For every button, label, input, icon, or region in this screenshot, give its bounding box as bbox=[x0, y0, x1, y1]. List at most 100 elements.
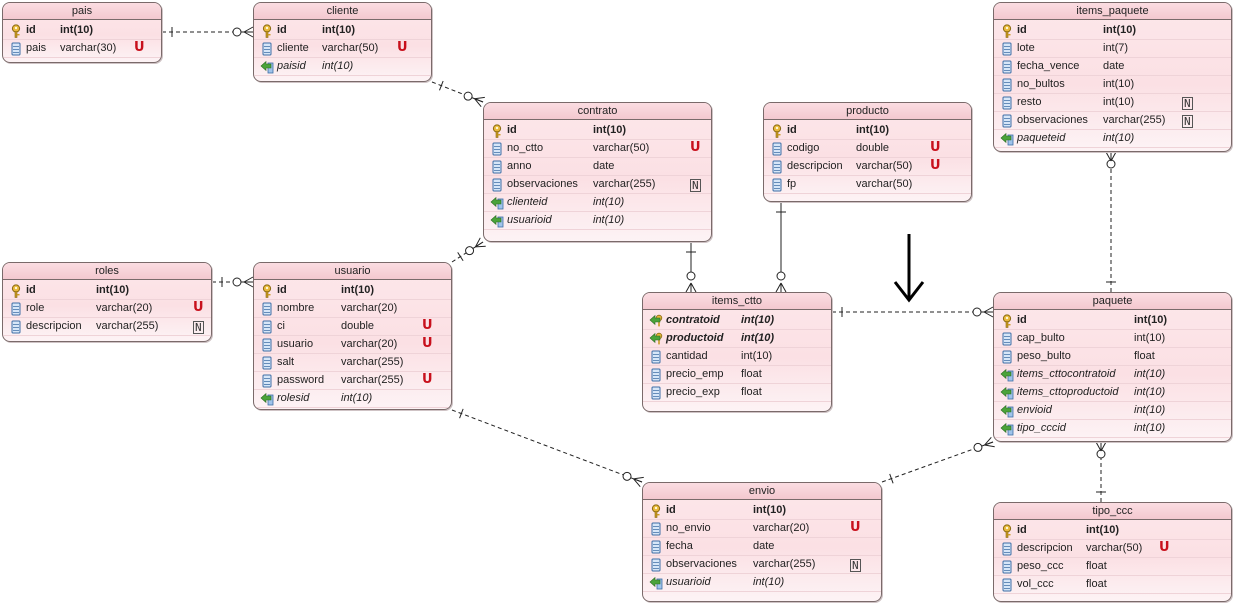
field-name: fecha_vence bbox=[1017, 60, 1080, 72]
entity-title: envio bbox=[643, 483, 881, 500]
key-icon bbox=[772, 124, 782, 138]
field-type: varchar(20) bbox=[753, 522, 810, 534]
field-type: double bbox=[341, 320, 375, 332]
entity-title: items_paquete bbox=[994, 3, 1231, 20]
field-name: vol_ccc bbox=[1017, 578, 1054, 590]
unique-flag: U bbox=[397, 40, 408, 55]
field-name: cantidad bbox=[666, 350, 708, 362]
field-name: password bbox=[277, 374, 325, 386]
field-name: fp bbox=[787, 178, 797, 190]
nullable-flag: N bbox=[1182, 97, 1193, 110]
column-icon bbox=[1002, 578, 1012, 592]
key-icon bbox=[651, 504, 661, 518]
foreign-key-arrow-icon bbox=[1000, 386, 1014, 400]
field-type: int(10) bbox=[341, 392, 373, 404]
field-type: int(10) bbox=[753, 576, 785, 588]
field-name: id bbox=[1017, 24, 1027, 36]
field-type: int(10) bbox=[341, 284, 374, 296]
field-type: int(7) bbox=[1103, 42, 1129, 54]
field-name: descripcion bbox=[787, 160, 843, 172]
nullable-flag: N bbox=[193, 321, 204, 334]
column-icon bbox=[262, 42, 272, 56]
nullable-flag: N bbox=[850, 559, 861, 572]
field-name: paisid bbox=[277, 60, 306, 72]
entity-title: paquete bbox=[994, 293, 1231, 310]
key-icon bbox=[1002, 524, 1012, 538]
field-name: anno bbox=[507, 160, 532, 172]
field-type: date bbox=[753, 540, 775, 552]
field-name: id bbox=[666, 504, 676, 516]
column-icon bbox=[262, 320, 272, 334]
unique-flag: U bbox=[930, 140, 941, 155]
column-icon bbox=[651, 386, 661, 400]
field-type: int(10) bbox=[593, 196, 625, 208]
field-name: productoid bbox=[666, 332, 724, 344]
